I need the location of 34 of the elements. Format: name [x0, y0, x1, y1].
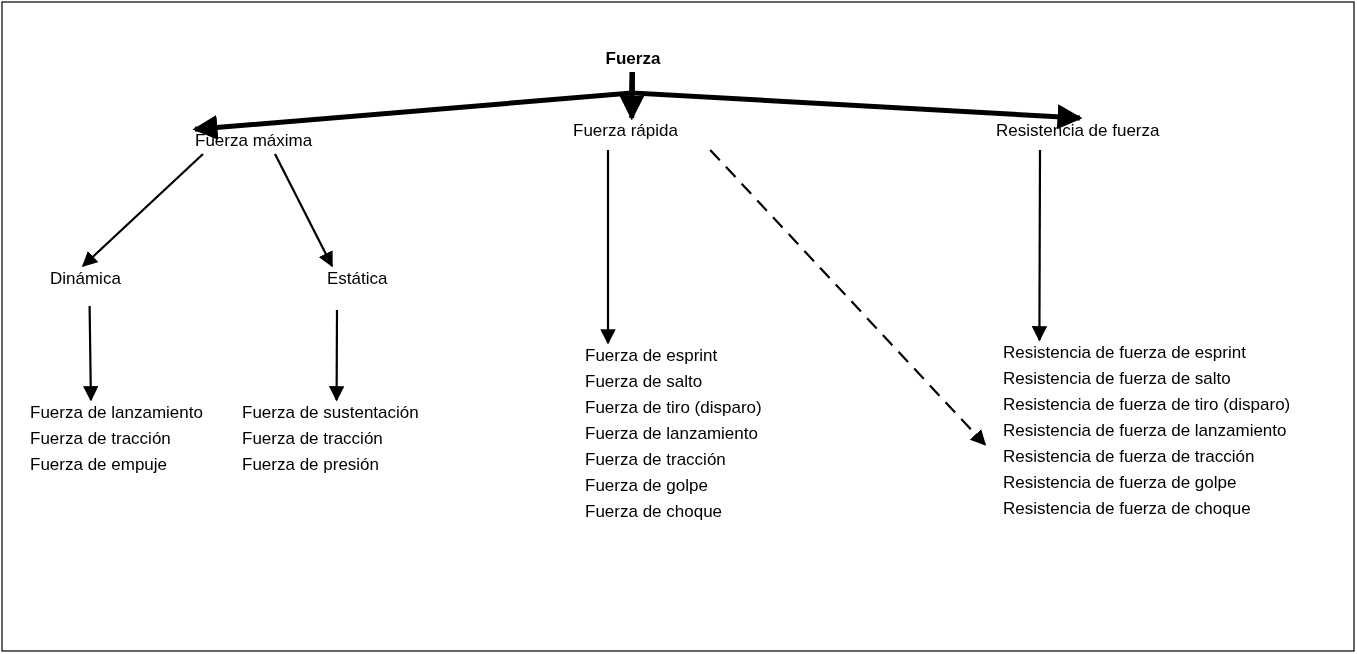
arrow [629, 71, 1083, 130]
arrow [1031, 150, 1048, 342]
dashed-arrow [709, 149, 987, 446]
list-item: Fuerza de choque [585, 501, 724, 523]
list-item: Resistencia de fuerza de choque [1003, 498, 1252, 520]
node-label: Fuerza rápida [573, 118, 713, 150]
list-item: Resistencia de fuerza de salto [1003, 368, 1232, 390]
list-item: Resistencia de fuerza de tiro (disparo) [1003, 394, 1292, 416]
list-item: Resistencia de fuerza de esprint [1003, 342, 1247, 364]
list-item: Fuerza de lanzamiento [585, 423, 759, 445]
node-label: Resistencia de fuerza [996, 118, 1196, 150]
arrow [81, 153, 204, 268]
node-label: Fuerza máxima [195, 128, 355, 154]
list-item: Fuerza de presión [242, 454, 381, 476]
list-item: Resistencia de fuerza de tracción [1003, 446, 1256, 468]
node-label: Dinámica [50, 266, 160, 306]
list-item: Fuerza de golpe [585, 475, 709, 497]
arrow [274, 153, 333, 268]
list-item: Resistencia de fuerza de golpe [1003, 472, 1238, 494]
arrow [600, 150, 616, 345]
arrow [328, 310, 345, 402]
list-item: Fuerza de tracción [242, 428, 384, 450]
list-item: Fuerza de sustentación [242, 402, 420, 424]
list-item: Fuerza de salto [585, 371, 704, 393]
list-item: Fuerza de lanzamiento [30, 402, 204, 424]
list-item: Fuerza de esprint [585, 345, 719, 367]
list-item: Fuerza de tracción [30, 428, 172, 450]
arrow [83, 306, 99, 402]
node-label: Estática [327, 266, 427, 310]
list-item: Fuerza de tiro (disparo) [585, 397, 763, 419]
list-item: Fuerza de tracción [585, 449, 727, 471]
list-item: Fuerza de empuje [30, 454, 169, 476]
list-item: Resistencia de fuerza de lanzamiento [1003, 420, 1288, 442]
title-label: Fuerza [597, 46, 669, 72]
